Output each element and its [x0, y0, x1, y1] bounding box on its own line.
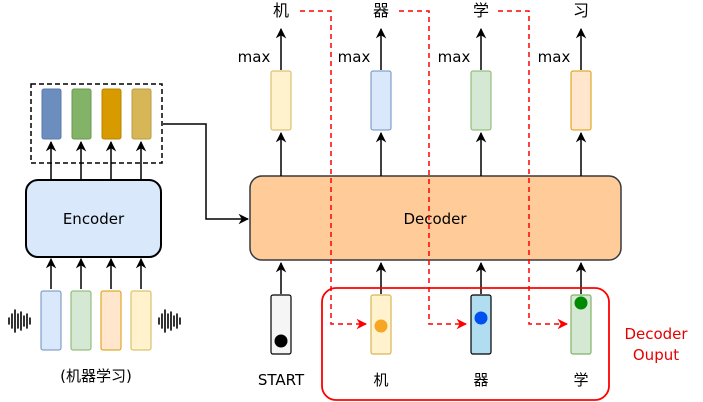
feedback-path-1: [300, 10, 368, 330]
decoder-input-label: 学: [573, 371, 588, 389]
encoder-input-caption: (机器学习): [60, 367, 132, 385]
max-label: max: [538, 48, 571, 66]
decoder-input-column: 学: [570, 261, 592, 389]
encoder-to-decoder-arrow: [163, 123, 250, 225]
encoder-output-vector-yellow: [131, 88, 152, 140]
decoder-input-column: START: [258, 261, 305, 389]
decoder-output-column: max 器: [338, 1, 392, 176]
decoder-outputs: max 机 max 器 max 学 max 习: [238, 1, 592, 176]
max-label: max: [438, 48, 471, 66]
waveform-icon-right: [158, 309, 181, 333]
decoder-output-caption-line1: Decoder: [624, 325, 688, 343]
encoder-output-vectors: [41, 88, 152, 140]
feedback-path-2: [399, 10, 468, 330]
decoder-output-column: max 习: [538, 1, 592, 176]
decoder-output-vector: [470, 70, 492, 131]
encoder-up-arrows: [45, 140, 147, 180]
decoder-output-vector: [570, 70, 592, 131]
encoder-input-vector-green: [70, 290, 92, 351]
feedback-paths: [300, 10, 569, 330]
output-char: 学: [473, 1, 489, 20]
output-char: 器: [373, 1, 389, 20]
decoder-input-label: 机: [373, 371, 388, 389]
decoder-output-column: max 学: [438, 1, 492, 176]
decoder-input-vector: [570, 294, 592, 355]
encoder-output-vector-orange: [101, 88, 122, 140]
decoder-output-group: [321, 287, 610, 401]
encoder-input-vector-orange: [100, 290, 122, 351]
max-label: max: [338, 48, 371, 66]
feedback-path-3: [498, 10, 569, 330]
encoder-block: [25, 179, 162, 258]
decoder-output-vector: [270, 70, 292, 131]
decoder-input-label: START: [258, 371, 305, 389]
decoder-output-column: max 机: [238, 1, 292, 176]
output-char: 机: [273, 1, 289, 20]
token-dot: [374, 319, 388, 333]
decoder-input-column: 机: [370, 261, 392, 389]
encoder-input-arrows: [45, 257, 147, 289]
decoder-label: Decoder: [403, 210, 467, 228]
token-dot: [574, 296, 588, 310]
decoder-inputs: START 机 器 学: [258, 261, 592, 389]
decoder-input-label: 器: [473, 371, 488, 389]
output-char: 习: [573, 1, 589, 20]
encoder-output-group: [30, 83, 163, 164]
encoder-output-vector-green: [71, 88, 92, 140]
waveform-icon-left: [8, 309, 31, 333]
encoder-output-vector-blue: [41, 88, 62, 140]
token-dot: [474, 311, 488, 325]
decoder-output-caption-line2: Ouput: [633, 346, 679, 364]
encoder-label: Encoder: [63, 210, 125, 228]
max-label: max: [238, 48, 271, 66]
decoder-input-column: 器: [470, 261, 492, 389]
encoder-input-vectors: [40, 290, 152, 351]
encoder-input-vector-yellow: [130, 290, 152, 351]
encoder-input-vector-blue: [40, 290, 62, 351]
token-dot: [274, 334, 288, 348]
decoder-output-vector: [370, 70, 392, 131]
